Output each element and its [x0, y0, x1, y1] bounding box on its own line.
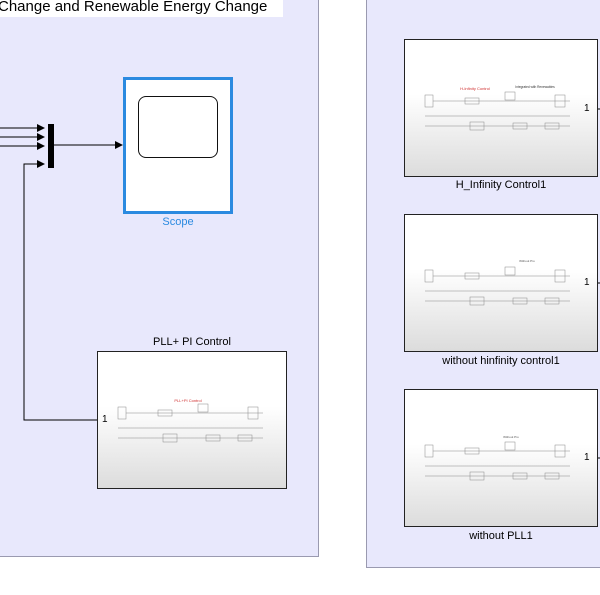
block-title-without-pll: without PLL1	[469, 530, 533, 542]
input-port-label: 1	[102, 414, 108, 425]
output-port-label: 1	[584, 277, 590, 288]
scope-display-icon	[138, 96, 218, 158]
subsystem-preview-icon: Without Pro	[424, 435, 570, 481]
subsystem-preview-icon: PLL+PI Control	[117, 398, 263, 443]
signal-line-pll-feedback[interactable]	[23, 160, 97, 421]
svg-text:Without Pro: Without Pro	[519, 259, 535, 263]
subsystem-preview-icon: H-Infinity Control Integrated with Renew…	[424, 85, 570, 131]
output-port-label: 1	[584, 452, 590, 463]
block-title-h-infinity: H_Infinity Control1	[455, 179, 547, 191]
subsystem-block-without-hinfinity[interactable]: Without Pro	[404, 214, 598, 352]
svg-text:Without Pro: Without Pro	[503, 435, 519, 439]
scope-block[interactable]	[123, 77, 233, 214]
svg-text:H-Infinity Control: H-Infinity Control	[460, 86, 490, 91]
svg-text:Integrated with Renewables: Integrated with Renewables	[515, 85, 555, 89]
scope-label: Scope	[162, 216, 194, 228]
subsystem-preview-icon: Without Pro	[424, 259, 570, 306]
inner-title: PLL+PI Control	[174, 398, 201, 403]
mux-block[interactable]	[48, 124, 54, 168]
subsystem-block-h-infinity[interactable]: H-Infinity Control Integrated with Renew…	[404, 39, 598, 177]
model-annotation-banner: Change and Renewable Energy Change	[0, 0, 283, 17]
block-title-without-hinfinity: without hinfinity control1	[442, 355, 560, 367]
block-title-pll-pi: PLL+ PI Control	[153, 336, 231, 348]
subsystem-block-pll-pi[interactable]: PLL+PI Control	[97, 351, 287, 489]
subsystem-block-without-pll[interactable]: Without Pro	[404, 389, 598, 527]
output-port-label: 1	[584, 103, 590, 114]
